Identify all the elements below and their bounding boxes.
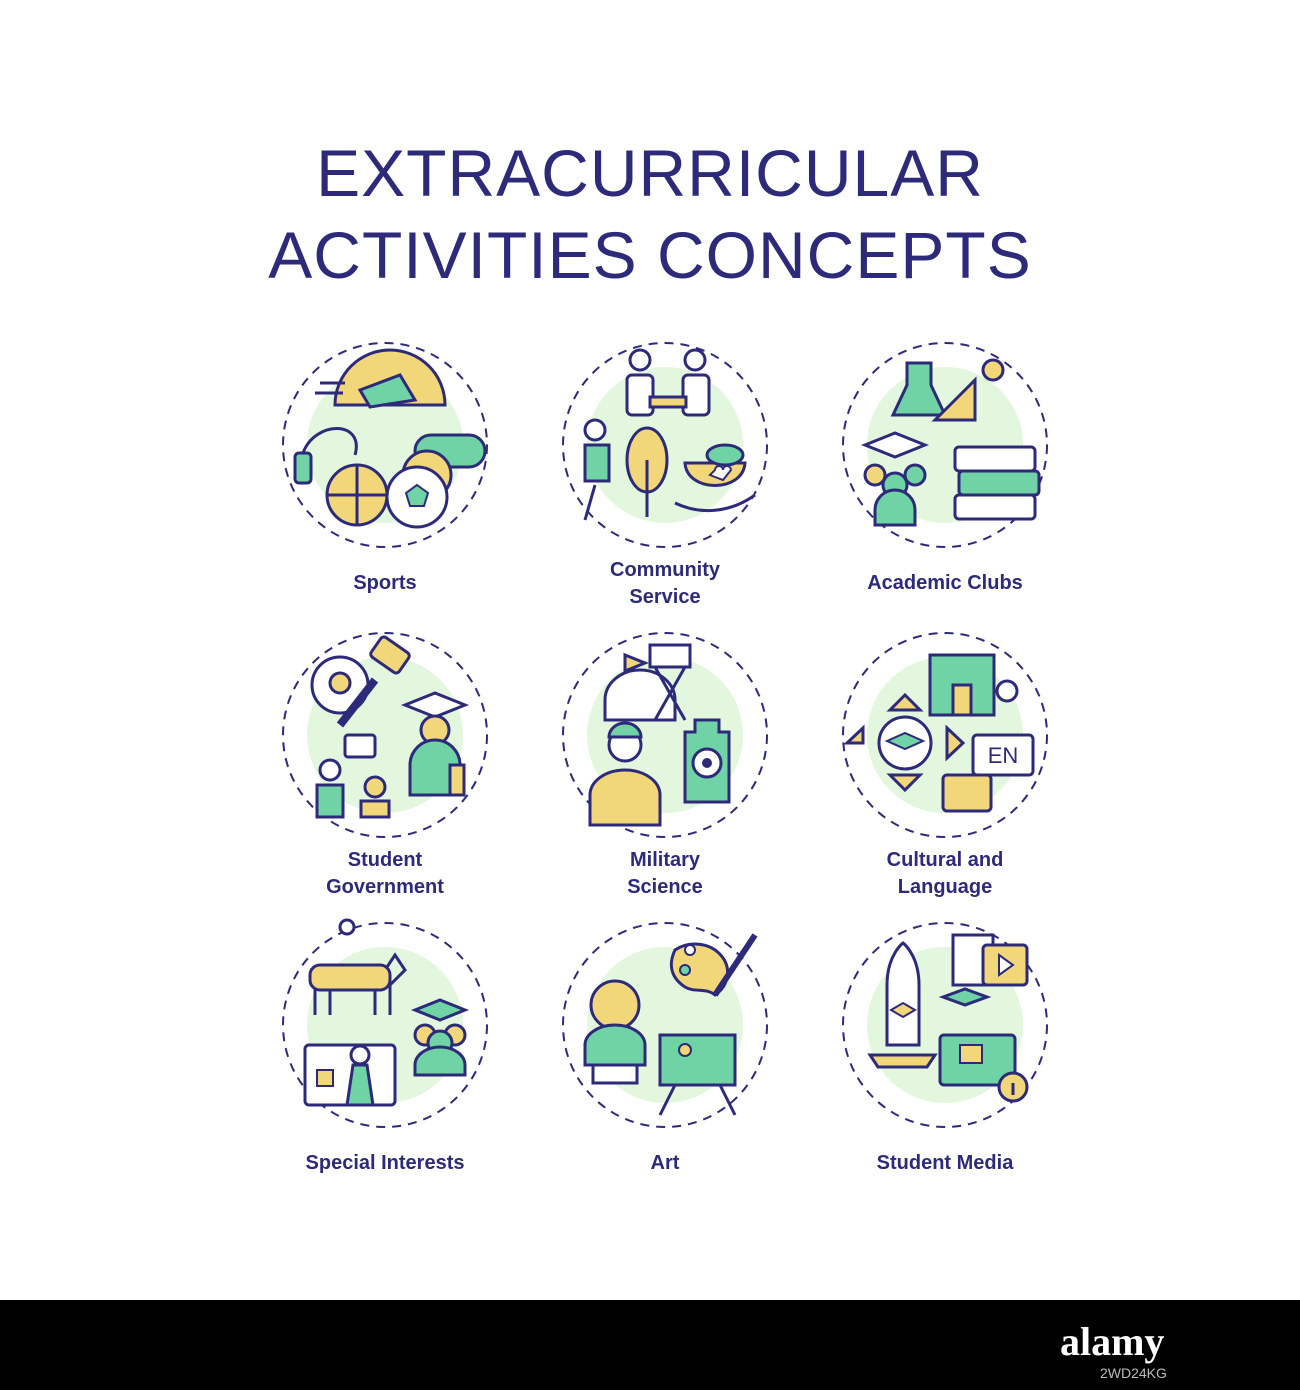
academic-clubs-icon (842, 342, 1048, 548)
en-bubble-text: EN (988, 743, 1019, 768)
concept-label: Academic Clubs (867, 572, 1023, 594)
concept-art: Art (535, 915, 795, 1174)
community-service-icon (562, 342, 768, 548)
military-science-icon (562, 632, 768, 838)
page-title-line2: ACTIVITIES CONCEPTS (268, 218, 1032, 292)
concept-academic-clubs: Academic Clubs (815, 335, 1075, 594)
art-icon (562, 922, 768, 1128)
cultural-language-icon: EN (842, 632, 1048, 838)
concept-student-media: Student Media (815, 915, 1075, 1174)
special-interests-icon (282, 918, 488, 1128)
concept-label: Art (650, 1152, 680, 1174)
concept-label: Student Media (876, 1152, 1014, 1174)
student-government-icon (282, 632, 488, 838)
student-media-icon (842, 922, 1048, 1128)
concept-sports: Sports (255, 335, 515, 594)
watermark-footer (0, 1300, 1300, 1390)
page-title-line1: EXTRACURRICULAR (316, 136, 984, 210)
concept-label: Special Interests (305, 1152, 465, 1174)
watermark-image-id: 2WD24KG (1100, 1365, 1167, 1381)
concept-label: Sports (353, 572, 417, 594)
sports-icon (282, 342, 488, 548)
concept-special-interests: Special Interests (255, 915, 515, 1174)
watermark-logo: alamy (1060, 1319, 1165, 1364)
